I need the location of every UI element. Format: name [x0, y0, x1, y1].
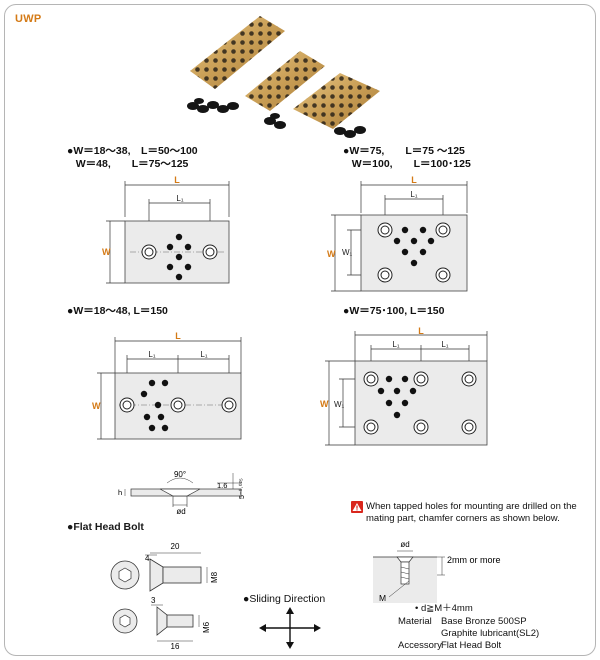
dim-W: W	[327, 249, 336, 259]
spec-top-left-2: W＝48, L＝75～125	[67, 158, 189, 170]
bolt-m6-drawing: 16 3 M6	[112, 596, 211, 649]
sliding-direction-arrows-icon	[259, 607, 321, 649]
thread-M-label: M	[379, 593, 386, 603]
mount-hole	[461, 371, 477, 387]
dim-L1: L₁	[410, 190, 417, 199]
spec-top-right-1: ●W＝75, L＝75 ～125	[343, 145, 465, 157]
mount-hole	[119, 397, 135, 413]
mount-hole	[435, 267, 451, 283]
dim-W1: W₁	[342, 248, 353, 257]
bronze-plate-medium	[245, 51, 325, 111]
mount-hole	[363, 419, 379, 435]
warning-text-2: mating part, chamfer corners as shown be…	[366, 513, 560, 524]
dim-bolt-length: 16	[171, 642, 180, 649]
accessory-value: Flat Head Bolt	[441, 640, 502, 651]
spec-mid-right: ●W＝75･100, L＝150	[343, 305, 445, 317]
mount-hole	[141, 244, 157, 260]
mount-hole	[413, 371, 429, 387]
dim-L1: L₁	[176, 194, 183, 203]
mount-hole	[377, 222, 393, 238]
chamfer-detail-drawing: ød 2mm or more M	[373, 540, 501, 603]
clearance-label: 2mm or more	[447, 555, 501, 565]
bolt-m8-drawing: 20 4 M8	[110, 542, 219, 592]
accessory-label: Accessory	[398, 640, 442, 651]
dim-h: h	[118, 488, 122, 497]
dim-tolerance: 5⁻⁰·⁰²⁵	[238, 478, 246, 499]
plate-drawing-6hole: L L₁ L₁ W W₁	[320, 327, 488, 446]
plate-drawing-3hole: L L₁ L₁ W	[92, 331, 242, 440]
chamfer-d-label: ød	[400, 540, 409, 549]
dim-bolt-length: 20	[171, 542, 180, 551]
product-photo	[187, 16, 380, 138]
dim-L1-left: L₁	[392, 340, 399, 349]
bronze-plate-small	[293, 73, 380, 129]
mount-hole	[170, 397, 186, 413]
mount-hole	[377, 267, 393, 283]
spec-top-left-1: ●W＝18～38, L＝50～100	[67, 145, 198, 157]
dim-L1-right: L₁	[200, 350, 207, 359]
dim-L: L	[418, 327, 424, 336]
plate-drawing-4hole: L L₁ W W₁	[327, 175, 468, 292]
material-label: Material	[398, 616, 432, 627]
dim-W1: W₁	[334, 400, 345, 409]
dim-L1-left: L₁	[148, 350, 155, 359]
dim-1-6: 1.6	[217, 481, 227, 490]
graphite-plugs	[393, 226, 435, 267]
plate-body	[360, 214, 468, 292]
catalog-panel: UWP ●W＝18～38, L＝50	[4, 4, 596, 656]
mount-hole	[413, 419, 429, 435]
plate-drawing-2hole: L L₁ W	[102, 175, 230, 284]
graphite-plugs	[166, 233, 192, 281]
spec-mid-left: ●W＝18～48, L＝150	[67, 305, 168, 317]
dim-L1-right: L₁	[441, 340, 448, 349]
bolt-pile	[187, 98, 366, 138]
mount-hole	[202, 244, 218, 260]
dim-d: ød	[176, 507, 185, 516]
dim-L: L	[175, 331, 181, 341]
rule-text: • d≧M＋4mm	[415, 603, 473, 614]
warning-triangle-icon	[351, 501, 363, 513]
dim-W: W	[320, 399, 329, 409]
dim-W: W	[92, 401, 101, 411]
mount-hole	[461, 419, 477, 435]
dim-thread: M8	[210, 571, 219, 583]
product-code: UWP	[15, 13, 42, 25]
mount-hole	[363, 371, 379, 387]
dim-head-height: 4	[145, 554, 150, 563]
graphite-plugs	[377, 375, 417, 419]
graphite-plugs	[140, 379, 169, 432]
dim-W: W	[102, 247, 111, 257]
dim-thread: M6	[202, 621, 211, 633]
bronze-plate-large	[190, 16, 285, 89]
dim-head-height: 3	[151, 596, 156, 605]
bolt-section-title: ●Flat Head Bolt	[67, 521, 144, 533]
dim-L: L	[411, 175, 417, 185]
spec-top-right-2: W＝100, L＝100･125	[343, 158, 471, 170]
material-value-2: Graphite lubricant(SL2)	[441, 628, 540, 639]
material-value-1: Base Bronze 500SP	[441, 616, 527, 627]
angle-label: 90°	[174, 470, 186, 479]
plate-cross-section: 90° ød h 1.6 5⁻⁰·⁰²⁵	[118, 470, 246, 516]
mount-hole	[221, 397, 237, 413]
warning-text-1: When tapped holes for mounting are drill…	[366, 501, 577, 512]
sliding-direction-label: ●Sliding Direction	[243, 593, 326, 605]
dim-L: L	[174, 175, 180, 185]
mount-hole	[435, 222, 451, 238]
